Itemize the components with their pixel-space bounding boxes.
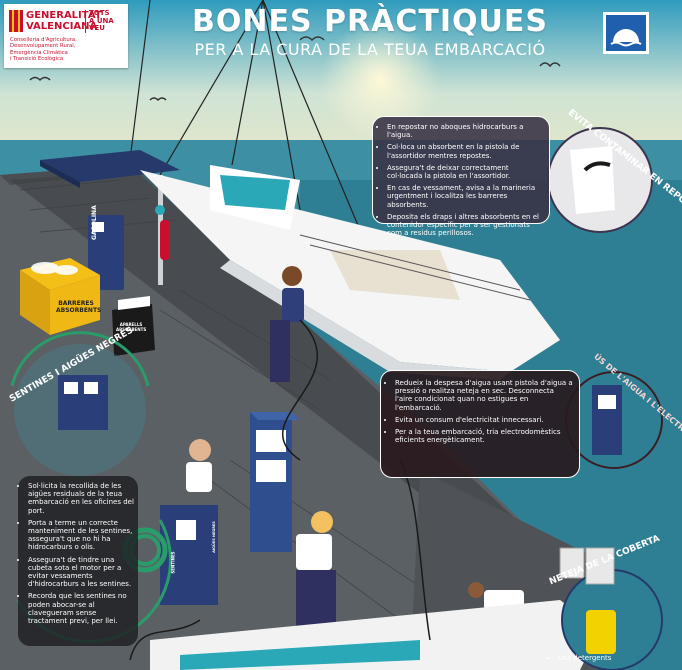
panel-aigua: Redueix la despesa d'aigua usant pistola… <box>380 370 580 478</box>
logo-department: Conselleria d'Agricultura, Desenvolupame… <box>10 37 77 63</box>
logo-text: GENERALITAT VALENCIANA <box>26 10 102 32</box>
jerrican-label: APARELLS ABSORBENTS <box>116 322 147 332</box>
logo-tots-2: A UNA <box>89 16 114 25</box>
logo-line2: VALENCIANA <box>26 21 98 32</box>
dept-line2: Desenvolupament Rural, <box>10 43 76 50</box>
repostar-item: Deposita els draps i altres absorbents e… <box>387 213 543 238</box>
dept-line3: Emergència Climàtica <box>10 49 68 56</box>
sentines-item: Recorda que les sentines no poden abocar… <box>28 592 134 625</box>
generalitat-logo: GENERALITAT VALENCIANA TOTS A UNA VEU Co… <box>4 4 128 68</box>
coat-of-arms-icon <box>9 10 23 32</box>
dept-line1: Conselleria d'Agricultura, <box>10 37 77 43</box>
sentines-item: Assegura't de tindre una cubeta sota el … <box>28 556 134 589</box>
barreres-label: BARRERES ABSORBENTS <box>56 300 102 314</box>
aigues-pedestal-label: AIGÜES NEGRES <box>211 521 216 553</box>
repostar-item: Assegura't de deixar correctament col·lo… <box>387 164 543 180</box>
logo-tots-3: VEU <box>89 24 105 32</box>
neteja-item: Usa detergents <box>558 654 654 662</box>
blue-flag-icon <box>606 15 646 51</box>
panel-neteja: Usa detergents <box>548 648 658 670</box>
blue-flag-logo <box>603 12 649 54</box>
sentines-item: Sol·licita la recollida de les aigües re… <box>28 482 134 515</box>
repostar-item: En repostar no aboques hidrocarburs a l'… <box>387 123 543 139</box>
page-subtitle: PER A LA CURA DE LA TEUA EMBARCACIÓ <box>194 40 546 59</box>
logo-line1: GENERALITAT <box>26 10 102 21</box>
panel-sentines: Sol·licita la recollida de les aigües re… <box>18 476 138 646</box>
repostar-item: En cas de vessament, avisa a la marineri… <box>387 184 543 209</box>
page-title: BONES PRÀCTIQUES <box>192 4 548 39</box>
logo-tots-1: TOTS <box>89 9 110 17</box>
gasolina-label: GASOLINA <box>91 205 98 240</box>
aigua-item: Per a la teua embarcació, tria electrodo… <box>395 428 573 444</box>
dept-line4: i Transició Ecològica <box>10 56 64 63</box>
aigua-item: Redueix la despesa d'aigua usant pistola… <box>395 379 573 412</box>
repostar-item: Col·loca un absorbent en la pistola de l… <box>387 143 543 159</box>
logo-tots: TOTS A UNA VEU <box>85 9 114 33</box>
aigua-item: Evita un consum d'electricitat innecessa… <box>395 416 573 424</box>
sentines-item: Porta a terme un correcte manteniment de… <box>28 519 134 552</box>
panel-repostar: En repostar no aboques hidrocarburs a l'… <box>372 116 550 237</box>
sentines-pedestal-label: SENTINES <box>170 551 176 574</box>
